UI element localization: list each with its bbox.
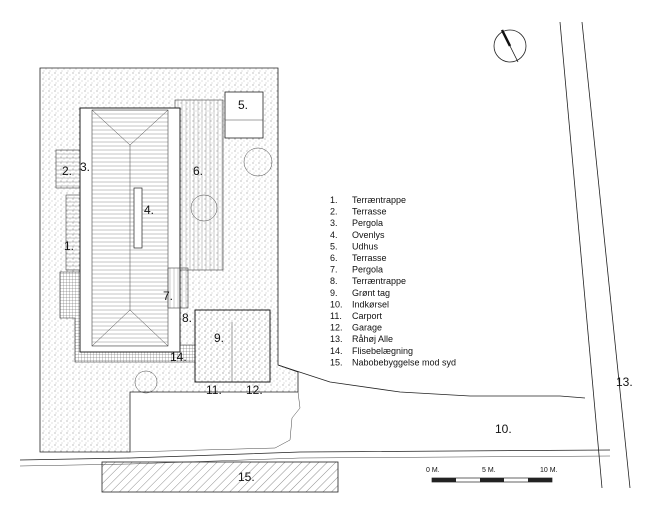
tree-2 <box>190 194 218 222</box>
label-4: 4. <box>144 203 154 217</box>
legend-text: Nabobebyggelse mod syd <box>352 357 456 367</box>
site-south-line <box>19 449 611 461</box>
legend-number: 10. <box>330 299 343 309</box>
label-7: 7. <box>163 289 173 303</box>
legend-text: Terræntrappe <box>352 276 406 286</box>
tree-3 <box>134 370 158 394</box>
legend-number: 4. <box>330 230 338 240</box>
label-9: 9. <box>214 331 224 345</box>
north-arrow-icon <box>493 29 527 63</box>
label-13: 13. <box>616 375 633 389</box>
road-edge-east <box>581 21 631 489</box>
scale-0: 0 M. <box>426 467 440 474</box>
legend-number: 5. <box>330 241 338 251</box>
label-11: 11. <box>206 383 222 397</box>
road-edge-west <box>559 21 603 489</box>
legend-number: 6. <box>330 253 338 263</box>
legend-number: 2. <box>330 207 338 217</box>
legend-text: Råhøj Alle <box>352 334 393 344</box>
label-5: 5. <box>238 98 248 112</box>
label-8: 8. <box>182 311 192 325</box>
legend-number: 3. <box>330 218 338 228</box>
tree-1 <box>243 147 273 177</box>
legend-text: Flisebelægning <box>352 346 413 356</box>
legend-number: 15. <box>330 357 343 367</box>
legend-text: Grønt tag <box>352 288 390 298</box>
skylight <box>133 187 143 249</box>
driveway-edge <box>129 391 301 453</box>
label-2: 2. <box>62 164 72 178</box>
green-roof-garage <box>194 309 271 383</box>
legend-text: Terrasse <box>352 253 387 263</box>
legend-number: 1. <box>330 195 338 205</box>
shed <box>224 91 264 139</box>
driveway-boundary <box>277 364 586 399</box>
label-15: 15. <box>238 470 255 484</box>
legend-number: 7. <box>330 265 338 275</box>
legend-text: Udhus <box>352 241 379 251</box>
legend-text: Ovenlys <box>352 230 385 240</box>
label-10: 10. <box>495 422 512 436</box>
terrain-stairs-1 <box>65 194 81 271</box>
terrace-6-deck <box>174 99 224 271</box>
legend-text: Indkørsel <box>352 299 389 309</box>
label-1: 1. <box>64 239 74 253</box>
legend-text: Pergola <box>352 218 383 228</box>
scale-5: 5 M. <box>482 467 496 474</box>
legend-text: Terrasse <box>352 207 387 217</box>
scale-bar <box>431 477 553 483</box>
terrace-2 <box>55 149 81 189</box>
label-6: 6. <box>193 164 203 178</box>
legend: 1. Terræntrappe 2. Terrasse 3. Pergola 4. Ovenl… <box>330 195 456 367</box>
legend-number: 14. <box>330 346 343 356</box>
scale-10: 10 M. <box>540 467 558 474</box>
legend-number: 13. <box>330 334 343 344</box>
label-12: 12. <box>246 383 263 397</box>
site-south-line-2 <box>19 455 611 467</box>
pergola-7 <box>167 267 189 309</box>
legend-text: Garage <box>352 323 382 333</box>
legend-text: Carport <box>352 311 383 321</box>
legend-number: 8. <box>330 276 338 286</box>
legend-text: Terræntrappe <box>352 195 406 205</box>
label-14: 14. <box>170 350 187 364</box>
label-3: 3. <box>80 160 90 174</box>
legend-number: 9. <box>330 288 338 298</box>
neighbour-building <box>101 461 339 493</box>
legend-number: 12. <box>330 323 343 333</box>
legend-number: 11. <box>330 311 342 321</box>
legend-text: Pergola <box>352 265 383 275</box>
